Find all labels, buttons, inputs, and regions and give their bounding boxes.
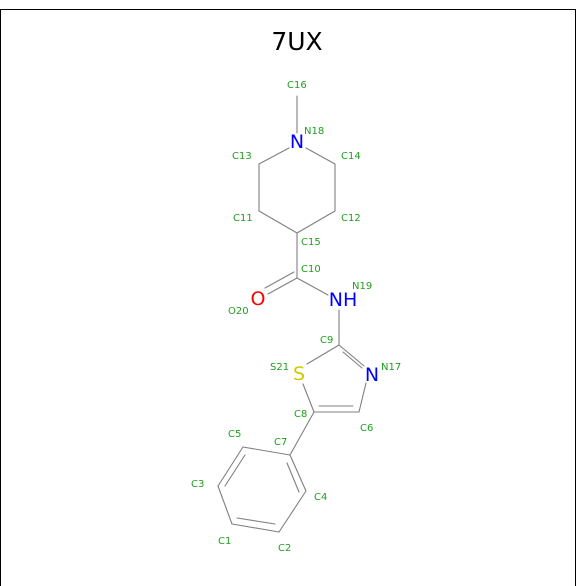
atom-label-c6: C6 <box>360 423 373 434</box>
atom-label-c5: C5 <box>228 429 241 440</box>
atom-label-n17: N17 <box>381 362 401 373</box>
nitrogen-symbol-n18: N <box>290 131 304 153</box>
atom-label-c15: C15 <box>301 237 321 248</box>
atom-label-n18: N18 <box>304 126 324 137</box>
atom-label-c7: C7 <box>274 437 287 448</box>
atom-label-c4: C4 <box>314 492 327 503</box>
element-symbols: N NH O S N <box>251 131 380 386</box>
atom-label-c8: C8 <box>294 409 307 420</box>
bond-lines <box>217 95 367 533</box>
bond-c8-c7 <box>289 411 315 456</box>
bond-n18-c14 <box>305 147 336 165</box>
bond-c3-c1 <box>217 485 233 525</box>
atom-label-c14: C14 <box>341 151 361 162</box>
bond-c7-c5 <box>242 446 291 456</box>
bond-c10-o20-a <box>267 277 298 295</box>
atom-label-c11: C11 <box>233 213 253 224</box>
bond-c8-s21 <box>302 383 315 413</box>
atom-labels: C16 N18 C13 C14 C11 C12 C15 C10 N19 O20 … <box>191 80 401 554</box>
bond-c5-c3 <box>217 446 244 487</box>
bond-c9-n17-a <box>338 344 365 367</box>
sulfur-symbol-s21: S <box>293 363 305 385</box>
atom-label-s21: S21 <box>270 362 289 373</box>
bond-n18-c13 <box>258 147 290 165</box>
viewer-border <box>0 9 576 586</box>
bond-c10-o20-b <box>264 271 295 289</box>
bond-n17-c6 <box>358 382 367 413</box>
atom-label-c13: C13 <box>232 151 252 162</box>
nitrogen-symbol-n19: NH <box>329 289 358 311</box>
atom-label-n19: N19 <box>352 281 372 292</box>
bond-c9-n17-b <box>342 351 363 369</box>
bond-c2-c4 <box>278 490 307 533</box>
atom-label-c10: C10 <box>301 264 321 275</box>
bond-c10-n19 <box>296 277 329 296</box>
bond-c1-c2 <box>231 523 280 533</box>
atom-label-o20: O20 <box>228 306 249 317</box>
atom-label-c9: C9 <box>320 335 333 346</box>
bond-c5-c3-inner <box>224 454 246 487</box>
bond-c7-c4-inner <box>286 462 300 493</box>
bond-c11-c15 <box>258 210 298 234</box>
atom-label-c1: C1 <box>218 536 231 547</box>
bond-c9-s21 <box>306 344 340 365</box>
atom-label-c3: C3 <box>191 479 204 490</box>
viewer-title: 7UX <box>271 27 322 56</box>
atom-label-c16: C16 <box>287 80 307 91</box>
bond-c7-c4 <box>289 454 307 492</box>
bond-c12-c15 <box>296 210 336 234</box>
oxygen-symbol-o20: O <box>251 288 266 310</box>
bond-c1-c2-inner <box>236 517 276 525</box>
atom-label-c12: C12 <box>341 213 361 224</box>
atom-label-c2: C2 <box>278 543 291 554</box>
nitrogen-symbol-n17: N <box>365 364 379 386</box>
